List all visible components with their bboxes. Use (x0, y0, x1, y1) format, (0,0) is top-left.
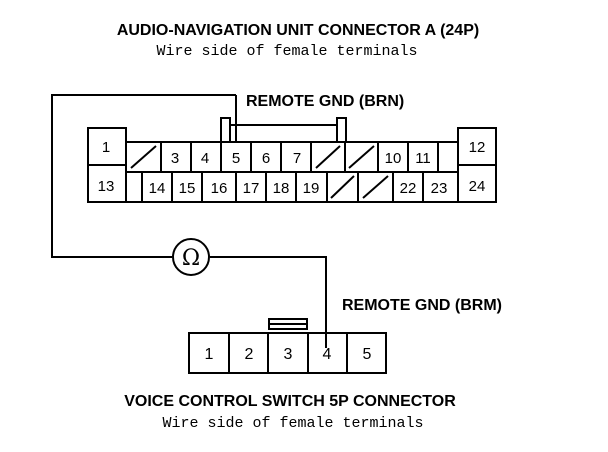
pin-a-24: 24 (469, 178, 486, 195)
pin-b-2: 2 (245, 346, 254, 363)
pin-a-22: 22 (400, 180, 417, 197)
pin-b-3: 3 (284, 346, 293, 363)
pin-a-5: 5 (232, 150, 240, 167)
pin-a-6: 6 (262, 150, 270, 167)
pin-a-16: 16 (211, 180, 228, 197)
connector-a-title: AUDIO-NAVIGATION UNIT CONNECTOR A (24P) (117, 22, 479, 39)
pin-a-18: 18 (273, 180, 290, 197)
connector-b-subtitle: Wire side of female terminals (162, 415, 423, 432)
probe-label-b: REMOTE GND (BRM) (342, 297, 502, 314)
pin-a-3: 3 (171, 150, 179, 167)
pin-b-4: 4 (323, 346, 332, 363)
ohm-symbol: Ω (182, 246, 200, 271)
ohmmeter-icon (172, 238, 210, 276)
connector-a (87, 117, 497, 203)
pin-a-1: 1 (102, 139, 110, 156)
pin-a-19: 19 (303, 180, 320, 197)
empty-cavity-21 (362, 175, 389, 199)
pin-a-17: 17 (243, 180, 260, 197)
pin-a-12: 12 (469, 139, 486, 156)
connector-a-pins: 1 3 4 5 6 7 10 11 12 13 14 15 16 17 18 1… (98, 139, 486, 197)
pin-a-7: 7 (293, 150, 301, 167)
pin-a-13: 13 (98, 178, 115, 195)
lock-tab-left (220, 117, 231, 142)
pin-a-11: 11 (415, 150, 431, 167)
connector-b: 1 2 3 4 5 (188, 318, 387, 374)
pin-a-10: 10 (385, 150, 402, 167)
meter-lead-a (51, 94, 236, 258)
pin-a-15: 15 (179, 180, 196, 197)
probe-label-a: REMOTE GND (BRN) (246, 93, 404, 110)
lock-tab-right (336, 117, 347, 142)
connector-a-subtitle: Wire side of female terminals (156, 43, 417, 60)
meter-lead-b (210, 256, 327, 348)
pin-a-14: 14 (149, 180, 166, 197)
empty-cavity-8 (315, 145, 341, 169)
pin-b-5: 5 (363, 346, 372, 363)
pin-b-1: 1 (205, 346, 214, 363)
empty-cavity-20 (330, 175, 355, 199)
connector-b-body (188, 332, 387, 374)
empty-cavity-2 (130, 145, 157, 169)
pin-a-23: 23 (431, 180, 448, 197)
empty-cavity-9 (348, 145, 375, 169)
connector-b-title: VOICE CONTROL SWITCH 5P CONNECTOR (124, 393, 456, 410)
pin-a-4: 4 (201, 150, 209, 167)
